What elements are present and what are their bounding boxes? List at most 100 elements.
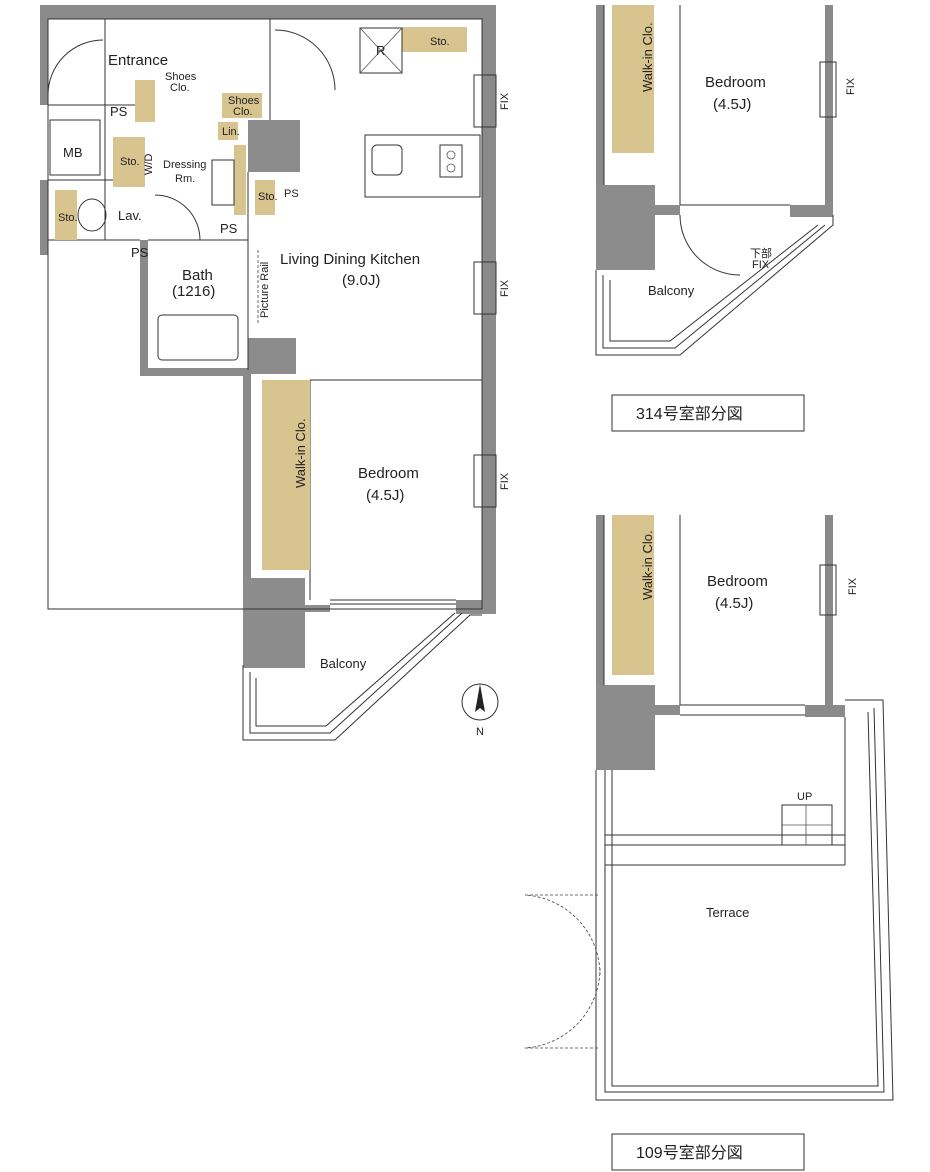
- ldk-door-swing: [274, 29, 336, 91]
- kitchen-counter: [364, 134, 481, 198]
- entrance-door-swing: [47, 39, 104, 96]
- ps-label-3: PS: [220, 221, 238, 236]
- dressing-label-line1: Dressing: [163, 159, 206, 171]
- kitchen-sink: [371, 144, 403, 176]
- fix-label-3: FIX: [499, 472, 511, 490]
- shoes-clo-2-label-line1: Shoes: [228, 95, 260, 107]
- plan109-caption-box: [611, 1133, 805, 1171]
- north-arrow-icon: [475, 684, 485, 712]
- structural-column-2: [248, 338, 296, 374]
- structural-column-balcony: [243, 578, 330, 668]
- bathtub: [157, 314, 239, 361]
- plan-109: Walk-in Clo. Bedroom (4.5J) FIX UP Terra…: [524, 515, 894, 1171]
- lin-storage: [218, 122, 238, 140]
- bath-size-label: (1216): [172, 283, 215, 300]
- north-label: N: [476, 726, 484, 738]
- sto-4-storage: [402, 27, 467, 52]
- plan109-fix-label: FIX: [847, 577, 859, 595]
- plan109-gate-swing-lower: [524, 967, 601, 1049]
- fix-label-1: FIX: [499, 92, 511, 110]
- bath-label: Bath: [182, 267, 213, 284]
- west-wall-lav: [40, 180, 48, 255]
- plan314-window-fix: [819, 61, 837, 118]
- plan314-column: [596, 185, 680, 270]
- sto-3-label: Sto.: [258, 191, 278, 203]
- sto-2-storage: [113, 137, 145, 187]
- plan109-column: [596, 685, 680, 770]
- plan314-bedroom-size-label: (4.5J): [713, 96, 751, 113]
- walk-in-clo-storage: [262, 380, 310, 570]
- window-fix-2: [473, 261, 497, 315]
- bedroom-label: Bedroom: [358, 465, 419, 482]
- plan109-west-wall: [596, 515, 604, 685]
- plan314-fix-label: FIX: [845, 77, 857, 95]
- structural-column-1: [248, 120, 300, 172]
- ps-label-1: PS: [110, 104, 128, 119]
- ps-label-2: PS: [284, 188, 299, 200]
- sto-1-storage: [55, 190, 77, 240]
- ldk-label: Living Dining Kitchen: [280, 251, 420, 268]
- dressing-label-line2: Rm.: [175, 173, 195, 185]
- plan109-bedroom-size-label: (4.5J): [715, 595, 753, 612]
- shoes-clo-1-label-line1: Shoes: [165, 71, 197, 83]
- plan314-door-swing: [679, 214, 741, 276]
- plan109-bedroom-label: Bedroom: [707, 573, 768, 590]
- plan314-corner: [790, 205, 833, 217]
- toilet: [77, 198, 107, 232]
- ps-label-4: PS: [131, 245, 149, 260]
- shoes-clo-2-storage: [222, 93, 262, 118]
- ldk-size-label: (9.0J): [342, 272, 380, 289]
- window-fix-3: [473, 454, 497, 508]
- plan109-corner: [805, 705, 845, 717]
- refrigerator-label: R: [376, 43, 385, 58]
- lav-door-swing: [154, 194, 201, 241]
- cooktop: [439, 144, 463, 178]
- main-floor-plan: Entrance Shoes Clo. Shoes Clo. PS MB Sto…: [40, 5, 511, 741]
- plan109-walk-in-clo-label: Walk-in Clo.: [640, 530, 655, 600]
- plan109-walk-in-storage: [612, 515, 654, 675]
- window-fix-1: [473, 74, 497, 128]
- east-wall: [482, 5, 496, 613]
- balcony-label: Balcony: [320, 656, 367, 671]
- shoes-clo-2-label-line2: Clo.: [233, 106, 253, 118]
- picture-rail-label: Picture Rail: [259, 262, 271, 318]
- plan-314: Walk-in Clo. Bedroom (4.5J) FIX 下部 FIX B…: [595, 5, 857, 432]
- plan314-balcony-label: Balcony: [648, 283, 695, 298]
- wd-label: W/D: [143, 154, 155, 175]
- plan109-terrace-outline: [595, 699, 894, 1101]
- west-wall-bath: [140, 240, 148, 375]
- plan314-lower-fix-line2: FIX: [752, 259, 770, 271]
- mb-box: [49, 119, 101, 176]
- balcony-outline: [242, 614, 482, 741]
- plan314-balcony-outline: [595, 215, 834, 356]
- bedroom-size-label: (4.5J): [366, 487, 404, 504]
- plan314-bedroom-label: Bedroom: [705, 74, 766, 91]
- entrance-label: Entrance: [108, 52, 168, 69]
- shoes-clo-1-storage: [135, 80, 155, 122]
- west-wall-bedroom: [243, 370, 251, 580]
- plan109-terrace-label: Terrace: [706, 905, 749, 920]
- plan314-walk-in-clo-label: Walk-in Clo.: [640, 22, 655, 92]
- sto-3-storage: [255, 180, 275, 215]
- plan314-caption: 314号室部分図: [636, 405, 743, 423]
- plan314-walk-in-storage: [612, 5, 654, 153]
- plan109-caption: 109号室部分図: [636, 1144, 743, 1162]
- plan314-caption-box: [611, 394, 805, 432]
- plan314-lower-fix-line1: 下部: [750, 246, 772, 260]
- structural-column-sw: [456, 600, 496, 614]
- sto-2-label: Sto.: [120, 156, 140, 168]
- south-wall-bath: [140, 368, 250, 376]
- sto-4-label: Sto.: [430, 36, 450, 48]
- washer-space: [211, 159, 235, 206]
- walk-in-clo-label: Walk-in Clo.: [293, 418, 308, 488]
- north-wall: [40, 5, 495, 19]
- refrigerator: [359, 27, 403, 74]
- plan109-gate-swing-upper: [524, 894, 601, 976]
- plan109-window-fix: [819, 564, 837, 616]
- lin-label: Lin.: [222, 126, 240, 138]
- mb-label: MB: [63, 145, 83, 160]
- sto-1-label: Sto.: [58, 212, 78, 224]
- plan314-east-wall: [825, 5, 833, 205]
- plan314-west-wall: [596, 5, 604, 185]
